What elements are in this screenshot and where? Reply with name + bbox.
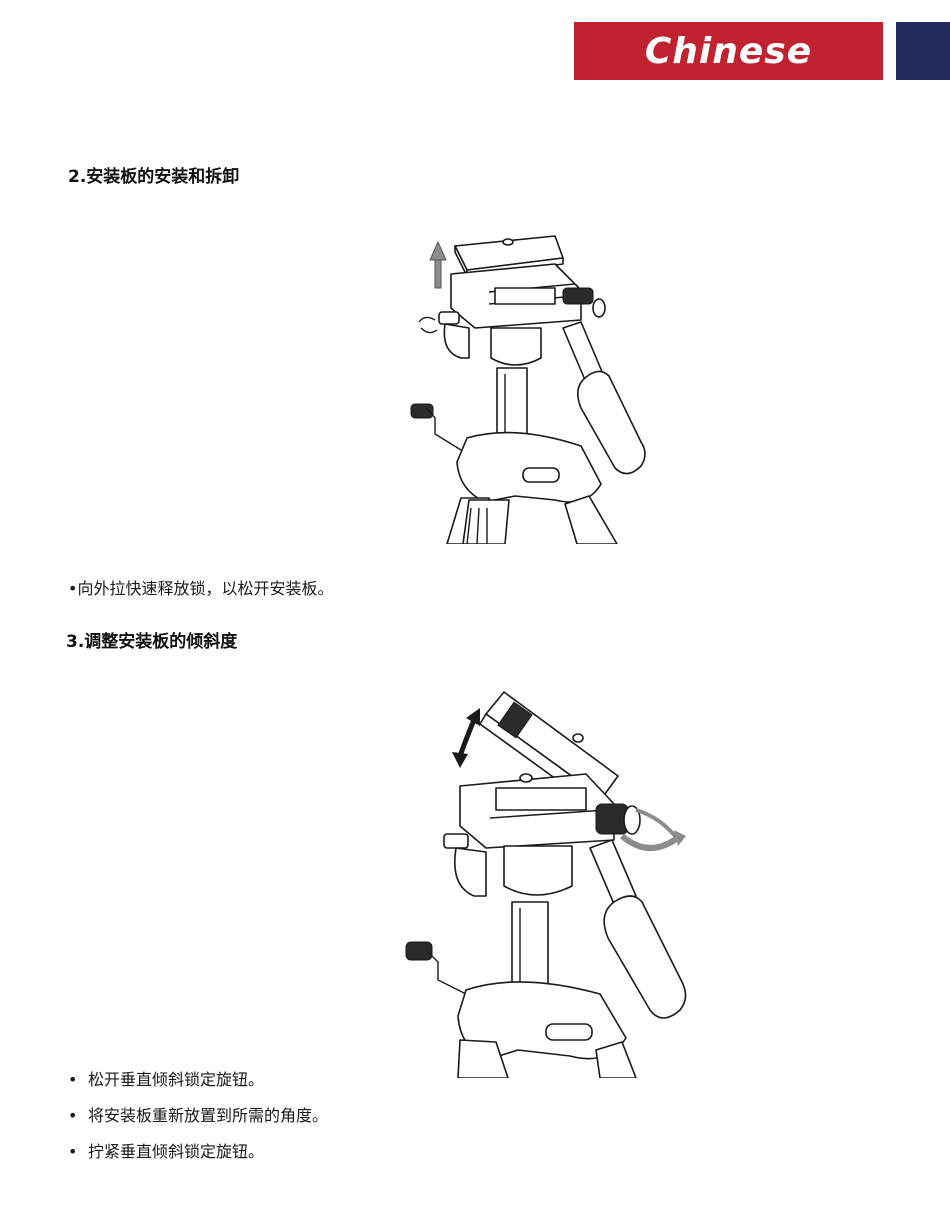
- section3-steps: •松开垂直倾斜锁定旋钮。 •将安装板重新放置到所需的角度。 •拧紧垂直倾斜锁定旋…: [68, 1068, 328, 1176]
- list-item: •将安装板重新放置到所需的角度。: [68, 1104, 328, 1140]
- tilt-double-arrow-icon: [452, 708, 480, 768]
- section3-title: 3.调整安装板的倾斜度: [66, 627, 237, 652]
- bullet-glyph: •: [68, 1068, 88, 1104]
- language-tab: Chinese: [574, 22, 883, 80]
- section2-instruction: •向外拉快速释放锁，以松开安装板。: [68, 575, 333, 599]
- step-text: 拧紧垂直倾斜锁定旋钮。: [88, 1140, 264, 1176]
- list-item: •拧紧垂直倾斜锁定旋钮。: [68, 1140, 328, 1176]
- step-text: 松开垂直倾斜锁定旋钮。: [88, 1068, 264, 1104]
- bullet-glyph: •: [68, 1140, 88, 1176]
- tripod-head-quick-release-illustration: [405, 228, 655, 544]
- list-item: •松开垂直倾斜锁定旋钮。: [68, 1068, 328, 1104]
- section2-title: 2.安装板的安装和拆卸: [68, 162, 239, 187]
- navy-side-tab: [896, 22, 950, 80]
- bullet-glyph: •: [68, 1104, 88, 1140]
- tripod-head-tilt-illustration: [400, 690, 692, 1078]
- step-text: 将安装板重新放置到所需的角度。: [88, 1104, 328, 1140]
- pull-up-arrow-icon: [430, 242, 446, 288]
